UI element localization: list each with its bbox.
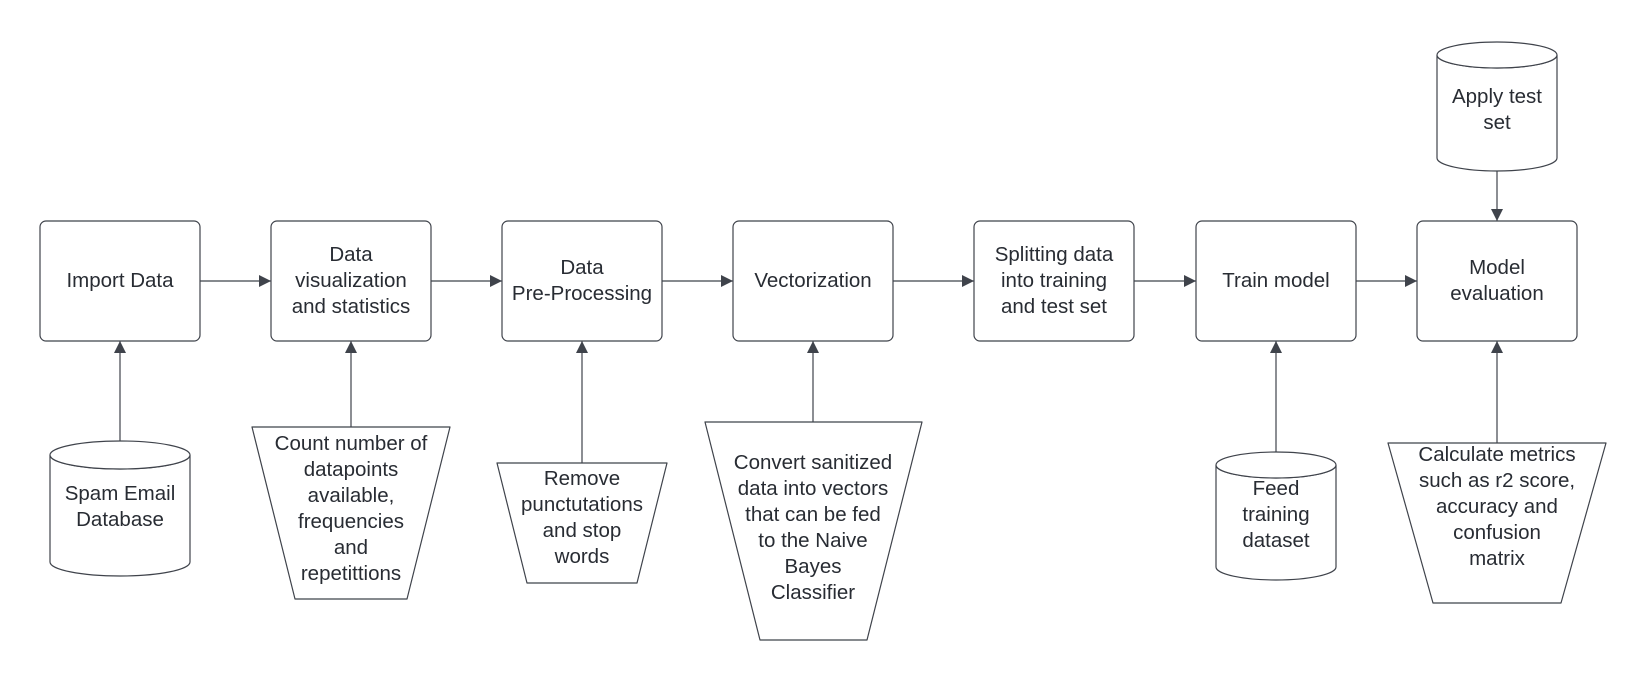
cylinder-body-spam-db <box>49 454 191 577</box>
trapezoid-count <box>251 426 451 600</box>
process-box-preprocess <box>501 220 663 342</box>
process-box-evaluate <box>1416 220 1578 342</box>
trapezoid-metrics <box>1387 442 1607 604</box>
trapezoid-remove <box>496 462 668 584</box>
process-box-import <box>39 220 201 342</box>
cylinder-top-spam-db <box>49 440 191 470</box>
cylinder-top-test-set <box>1436 41 1558 69</box>
cylinder-body-feed-training <box>1215 464 1337 581</box>
cylinder-feed-training <box>1215 451 1337 581</box>
process-box-vectorize <box>732 220 894 342</box>
cylinder-top-feed-training <box>1215 451 1337 479</box>
process-box-split <box>973 220 1135 342</box>
process-box-train <box>1195 220 1357 342</box>
trapezoid-convert <box>704 421 923 641</box>
cylinder-test-set <box>1436 41 1558 172</box>
cylinder-spam-db <box>49 440 191 577</box>
cylinder-body-test-set <box>1436 54 1558 172</box>
process-box-visualize <box>270 220 432 342</box>
